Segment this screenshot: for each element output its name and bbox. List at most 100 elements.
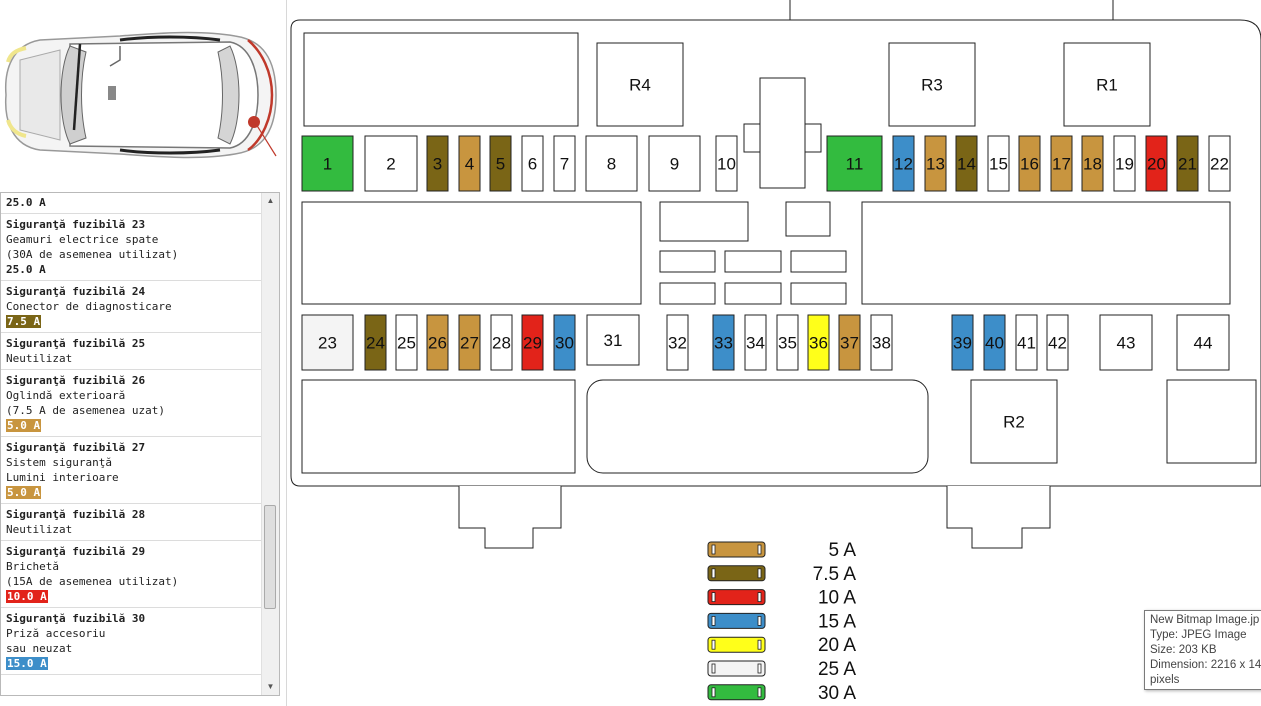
legend-fuse-swatch: [707, 660, 766, 677]
legend-fuse-pin-left: [711, 663, 716, 674]
relay-r2-label: R2: [1003, 413, 1025, 432]
fuse-39: 39: [951, 314, 974, 371]
fuse-21: 21: [1176, 135, 1199, 192]
fuse-24-body: [364, 314, 387, 371]
relay-r2: R2: [970, 379, 1058, 464]
fuse-13-label: 13: [926, 155, 945, 174]
fuse-25: 25: [395, 314, 418, 371]
fuse-41-label: 41: [1017, 334, 1036, 353]
legend-fuse-swatch: [707, 589, 766, 606]
legend-label: 30 A: [818, 683, 856, 704]
relay-r1: R1: [1063, 42, 1151, 127]
legend-fuse-pin-left: [711, 544, 716, 555]
fuse-43: 43: [1099, 314, 1153, 371]
fuse-description: (30A de asemenea utilizat): [6, 248, 179, 261]
fuse-description: Lumini interioare: [6, 471, 119, 484]
fuse-29-label: 29: [523, 334, 542, 353]
fuse-title: Siguranţă fuzibilă 29: [6, 545, 146, 558]
fuse-1-body: [301, 135, 354, 192]
scrollbar-thumb[interactable]: [264, 505, 276, 609]
fuse-amp-badge: 5.0 A: [6, 486, 42, 499]
fuse-35-body: [776, 314, 799, 371]
fuse-title: Siguranţă fuzibilă 28: [6, 508, 146, 521]
legend-item: 30 A: [707, 683, 856, 704]
fuse-43-label: 43: [1117, 334, 1136, 353]
relay-r4-body: [596, 42, 684, 127]
fuse-43-body: [1099, 314, 1153, 371]
fuse-5: 5: [489, 135, 512, 192]
fuse-6: 6: [521, 135, 544, 192]
relay-r3-label: R3: [921, 76, 943, 95]
tooltip-line: New Bitmap Image.jp: [1150, 614, 1260, 626]
fuse-14-body: [955, 135, 978, 192]
fuse-35-label: 35: [778, 334, 797, 353]
fuse-description: Neutilizat: [6, 352, 73, 365]
fuse-4-label: 4: [465, 155, 474, 174]
fuse-description: Geamuri electrice spate: [6, 233, 159, 246]
fuse-27: 27: [458, 314, 481, 371]
legend-label: 20 A: [818, 635, 856, 656]
fuse-12-label: 12: [894, 155, 913, 174]
fuse-10-body: [715, 135, 738, 192]
fuse-26-body: [426, 314, 449, 371]
relay-r3-body: [888, 42, 976, 127]
fuse-35: 35: [776, 314, 799, 371]
top-amp-value: 25.0 A: [6, 196, 46, 209]
legend-fuse-swatch: [707, 636, 766, 653]
list-scrollbar[interactable]: ▲ ▼: [261, 193, 279, 695]
fuse-3-body: [426, 135, 449, 192]
fuse-3-label: 3: [433, 155, 442, 174]
legend-fuse-pin-left: [711, 592, 716, 602]
fuse-16-label: 16: [1020, 155, 1039, 174]
fuse-description: Neutilizat: [6, 523, 73, 536]
legend-fuse-pin-right: [757, 687, 762, 698]
fuse-20-label: 20: [1147, 155, 1166, 174]
fuse-28-label: 28: [492, 334, 511, 353]
scroll-up-arrow-icon[interactable]: ▲: [266, 196, 275, 205]
fuse-27-body: [458, 314, 481, 371]
legend-item: 10 A: [707, 588, 856, 609]
fuse-18: 18: [1081, 135, 1104, 192]
fuse-42-label: 42: [1048, 334, 1067, 353]
fuse-5-label: 5: [496, 155, 505, 174]
scroll-down-arrow-icon[interactable]: ▼: [266, 682, 275, 691]
fuse-32: 32: [666, 314, 689, 371]
fuse-17: 17: [1050, 135, 1073, 192]
fuse-17-body: [1050, 135, 1073, 192]
relay-r1-label: R1: [1096, 76, 1118, 95]
fuse-description: Priză accesoriu: [6, 627, 106, 640]
relay-r4-label: R4: [629, 76, 651, 95]
legend-fuse-swatch: [707, 612, 766, 629]
relay-r4: R4: [596, 42, 684, 127]
fuse-24-label: 24: [366, 334, 385, 353]
legend-fuse-pin-left: [711, 568, 716, 579]
fuse-2: 2: [364, 135, 418, 192]
fuse-description: (15A de asemenea utilizat): [6, 575, 179, 588]
fuse-34-body: [744, 314, 767, 371]
legend-label: 7.5 A: [813, 564, 857, 585]
fuse-25-body: [395, 314, 418, 371]
fuse-15: 15: [987, 135, 1010, 192]
fuse-21-label: 21: [1178, 155, 1197, 174]
fuse-29-body: [521, 314, 544, 371]
legend-item: 20 A: [707, 635, 856, 656]
fuse-32-body: [666, 314, 689, 371]
fuse-9-label: 9: [670, 155, 679, 174]
fuse-39-label: 39: [953, 334, 972, 353]
fuse-38: 38: [870, 314, 893, 371]
fuse-title: Siguranţă fuzibilă 24: [6, 285, 146, 298]
list-item: Siguranţă fuzibilă 29 Brichetă (15A de ase…: [1, 541, 261, 608]
fuse-amp-badge: 10.0 A: [6, 590, 48, 603]
tooltip-line: Size: 203 KB: [1150, 644, 1217, 656]
fuse-description: Brichetă: [6, 560, 59, 573]
fuse-15-label: 15: [989, 155, 1008, 174]
fuse-29: 29: [521, 314, 544, 371]
legend-fuse-pin-right: [757, 616, 762, 626]
fuse-11: 11: [826, 135, 883, 192]
fuse-description: sau neuzat: [6, 642, 73, 655]
